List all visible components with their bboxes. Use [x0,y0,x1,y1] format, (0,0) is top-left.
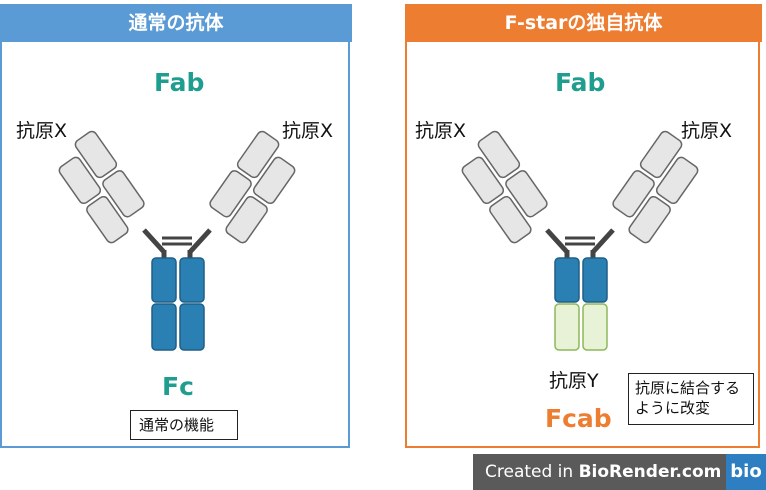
credit-text: Created in BioRender.com [485,454,721,490]
note-modified-binding: 抗原に結合する ように改変 [628,373,754,425]
fc-domain [179,257,205,303]
biorender-logo-icon: bio [726,454,766,490]
fc-domain [179,303,205,351]
fab-arm-right [612,130,699,244]
fab-domain [628,195,671,244]
fab-domain [461,156,505,205]
fab-label: Fab [555,68,606,97]
note-text: 通常の機能 [139,416,215,434]
fab-arm-left [58,130,145,244]
fab-domain [489,195,532,244]
credit-brand: BioRender.com [578,462,722,482]
antigen-x-right-label: 抗原X [681,120,733,142]
fab-domain [209,170,252,218]
fc-label: Fc [162,372,194,401]
fab-domain [612,170,655,218]
panel-title-fstar: F-starの独自抗体 [405,4,762,42]
fab-domain [252,156,296,205]
fab-domain [505,170,548,218]
fcab-domain [582,303,608,351]
antigen-x-right-label: 抗原X [282,120,334,142]
hinge-right-arm [591,228,615,254]
fc-domain [151,303,177,351]
fab-domain [58,156,102,205]
fab-domain [102,170,145,218]
antigen-x-left-label: 抗原X [415,120,467,142]
fc-domain [151,257,177,303]
credit-prefix: Created in [485,462,579,482]
biorender-credit-badge[interactable]: Created in BioRender.com bio [473,454,766,490]
fab-domain [655,156,699,205]
hinge-right-arm [188,228,212,254]
note-standard-function: 通常の機能 [130,410,238,440]
fab-domain [639,130,683,179]
standard-antibody-panel: 通常の抗体 Fab 抗原X 抗原X Fc 通常の機能 [0,4,352,448]
hinge-left-arm [142,228,166,254]
fab-domain [477,130,521,179]
antibody-standard-illustration [58,130,296,351]
fab-domain [225,195,268,244]
antigen-y-label: 抗原Y [549,370,599,392]
fcab-label: Fcab [545,404,612,433]
fab-domain [236,130,280,179]
antigen-x-left-label: 抗原X [16,120,68,142]
fab-label: Fab [154,68,205,97]
fcab-domain [554,303,580,351]
fab-domain [86,195,129,244]
fab-arm-left [461,130,548,244]
fab-arm-right [209,130,296,244]
fab-domain [74,130,118,179]
note-line-1: 抗原に結合する [635,379,741,397]
hinge-left-arm [545,228,569,254]
fc-domain [582,257,608,303]
panel-title-standard: 通常の抗体 [0,4,352,42]
note-line-2: ように改変 [635,399,711,417]
fstar-antibody-panel: F-starの独自抗体 Fab 抗原X 抗原X 抗原Y Fcab 抗原に結合 [405,4,762,448]
antibody-fstar-illustration [461,130,699,351]
fc-domain [554,257,580,303]
